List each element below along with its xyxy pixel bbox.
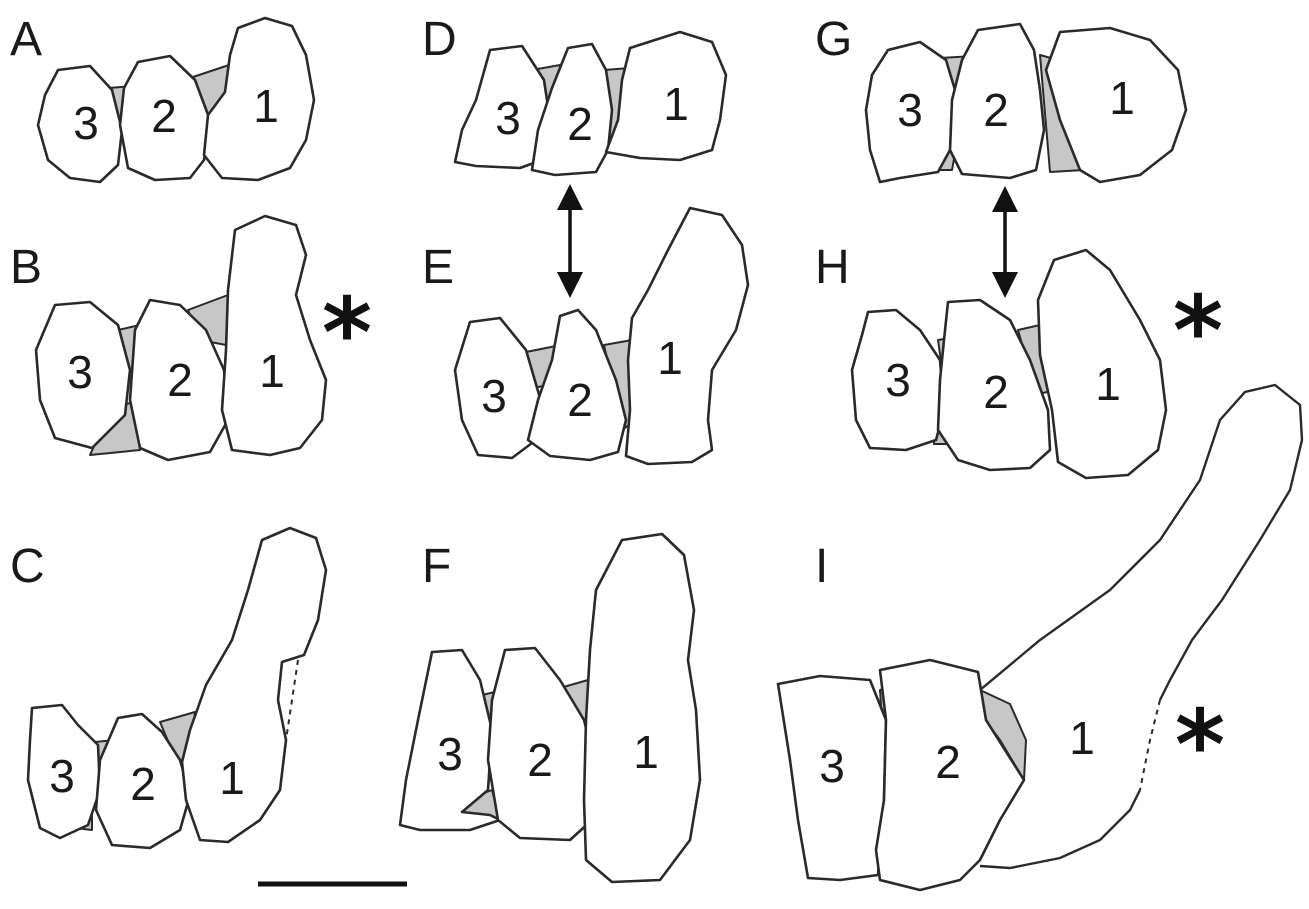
bone-1 (624, 206, 750, 466)
bone-1-elongated-outline (979, 383, 1304, 701)
bone-3 (26, 703, 102, 840)
panel-f: F 3 2 1 (398, 532, 702, 884)
panel-i: I 3 2 1 * (776, 383, 1304, 892)
double-arrow-d-e (557, 184, 583, 298)
bone-number: 2 (527, 734, 553, 786)
bone-2 (936, 298, 1052, 472)
bone-2 (118, 54, 212, 182)
bone-1 (180, 526, 328, 844)
bone-number: 3 (73, 97, 99, 149)
bone-1 (1036, 248, 1168, 480)
bone-2 (874, 658, 1026, 892)
bone-number: 2 (983, 366, 1009, 418)
double-arrow-g-h (992, 186, 1018, 298)
bone-number: 2 (935, 736, 961, 788)
bone-3 (453, 316, 542, 460)
panel-b: B 3 2 1 * (10, 214, 372, 462)
bone-number: 1 (253, 80, 279, 132)
panel-label-b: B (10, 241, 42, 294)
panel-label-g: G (815, 13, 852, 66)
panel-d: D 3 2 1 (422, 13, 728, 177)
bone-number: 1 (633, 726, 659, 778)
asterisk-marker: * (1175, 689, 1225, 801)
bone-2 (530, 42, 614, 177)
bone-3 (34, 300, 132, 450)
panel-label-d: D (422, 13, 457, 66)
bone-number: 3 (481, 370, 507, 422)
panel-label-f: F (422, 540, 451, 593)
panel-label-i: I (815, 540, 828, 593)
bone-3 (453, 44, 552, 170)
missing-bone-outline (285, 659, 299, 741)
bone-3 (850, 308, 946, 452)
bone-2 (128, 298, 230, 462)
bone-number: 2 (567, 98, 593, 150)
bone-number: 2 (167, 354, 193, 406)
bone-3 (864, 40, 960, 184)
bone-number: 2 (983, 84, 1009, 136)
panel-label-a: A (10, 13, 42, 66)
panel-h: H 3 2 1 * (815, 241, 1223, 480)
bone-number: 3 (49, 750, 75, 802)
bone-number: 1 (1095, 358, 1121, 410)
bone-2 (94, 712, 192, 850)
bone-1 (1044, 26, 1188, 184)
bone-number: 3 (885, 354, 911, 406)
bone-number: 2 (130, 758, 156, 810)
bone-3 (398, 648, 502, 832)
bone-2 (948, 22, 1046, 180)
bone-1 (220, 214, 328, 457)
bone-number: 3 (437, 728, 463, 780)
bone-number: 2 (151, 90, 177, 142)
bone-number: 3 (897, 84, 923, 136)
bone-1 (604, 30, 728, 162)
panel-label-c: C (10, 540, 45, 593)
bone-1-lower-outline (979, 789, 1142, 870)
bone-1 (202, 16, 316, 182)
panel-c: C 3 2 1 (10, 526, 328, 850)
bone-number: 1 (1109, 72, 1135, 124)
asterisk-marker: * (322, 277, 372, 389)
panel-g: G 3 2 1 (815, 13, 1188, 184)
panel-label-h: H (815, 241, 850, 294)
bone-number: 1 (657, 332, 683, 384)
bone-number: 1 (663, 78, 689, 130)
bone-number: 1 (1069, 712, 1095, 764)
bone-number: 3 (495, 92, 521, 144)
bone-3 (36, 64, 124, 184)
bone-2 (526, 308, 628, 462)
bone-number: 2 (567, 374, 593, 426)
panel-a: A 3 2 1 (10, 13, 316, 184)
panel-label-e: E (422, 241, 454, 294)
asterisk-marker: * (1173, 275, 1223, 387)
missing-bone-outline (1139, 699, 1161, 791)
bone-number: 3 (67, 346, 93, 398)
bone-number: 1 (259, 345, 285, 397)
bone-1 (582, 532, 702, 884)
bone-2 (486, 646, 598, 842)
bone-number: 1 (219, 752, 245, 804)
bone-number: 3 (819, 740, 845, 792)
panel-e: E 3 2 1 (422, 206, 750, 466)
